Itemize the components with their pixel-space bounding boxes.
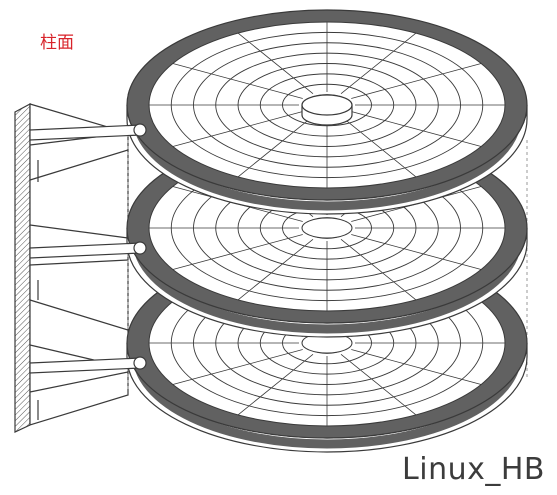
sector-line <box>340 115 417 178</box>
sector-line <box>351 349 482 385</box>
platter-edge-band <box>132 116 522 211</box>
watermark-text: Linux_HB <box>402 452 545 487</box>
platter-edge-band <box>132 354 522 449</box>
sector-line <box>340 238 417 301</box>
cylinder-label: 柱面 <box>40 33 74 53</box>
head-rods <box>29 123 147 374</box>
sector-line <box>172 234 303 270</box>
sector-line <box>172 63 303 99</box>
actuator-pivot-block <box>14 103 31 433</box>
spindle-hole <box>301 217 353 239</box>
actuator-arm-assembly <box>14 103 129 433</box>
platter-edge-band <box>132 239 522 334</box>
sector-line <box>172 349 303 385</box>
actuator-body <box>29 103 129 426</box>
spindle-hub <box>301 94 353 116</box>
sector-line <box>351 111 482 147</box>
sector-line <box>351 63 482 99</box>
sector-line <box>351 234 482 270</box>
sector-line <box>237 115 314 178</box>
sector-line <box>237 32 314 95</box>
sector-line <box>237 238 314 301</box>
platter-stack <box>126 9 528 453</box>
sector-line <box>340 32 417 95</box>
sector-line <box>237 353 314 416</box>
platter-1 <box>126 9 528 215</box>
sector-lines <box>149 22 505 188</box>
sector-line <box>172 111 303 147</box>
sector-line <box>340 353 417 416</box>
